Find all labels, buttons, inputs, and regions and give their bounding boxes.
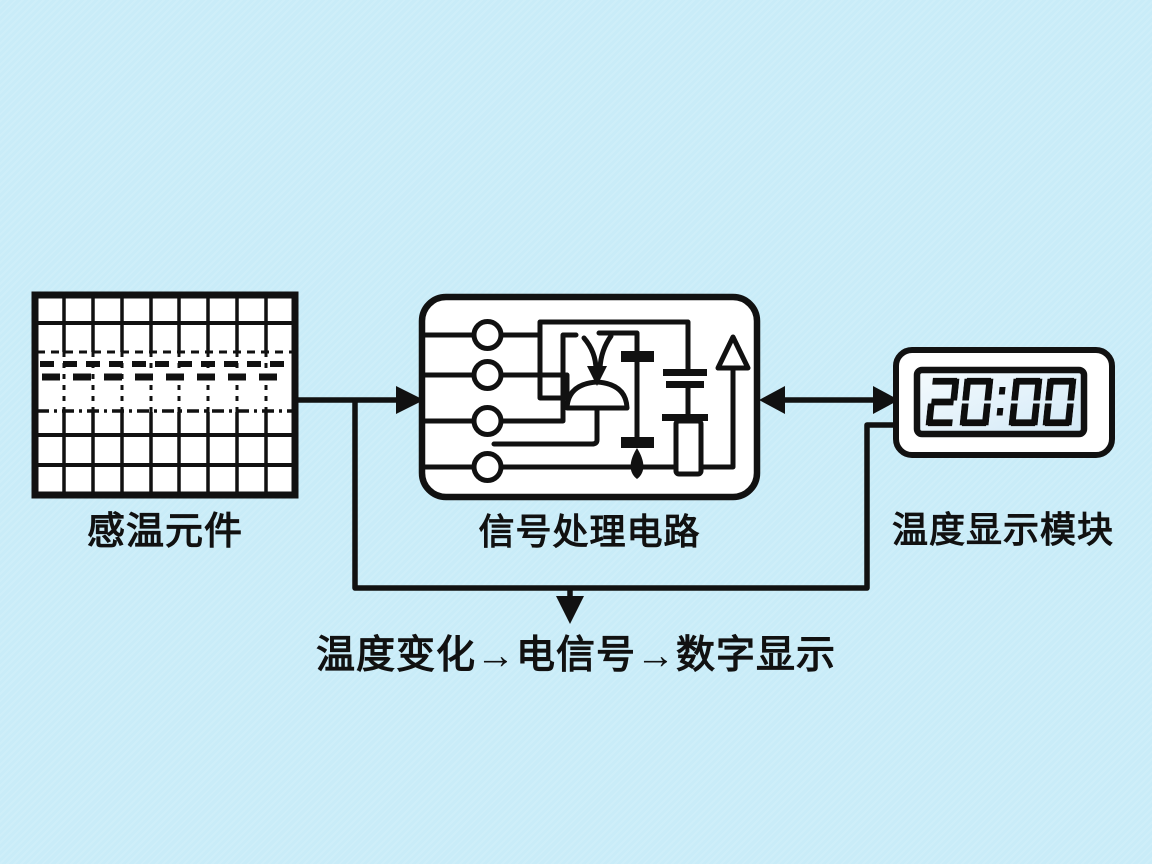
terminal-circle	[471, 405, 504, 437]
circuit-label: 信号处理电路	[478, 511, 701, 552]
signal-circuit	[418, 293, 761, 501]
terminal-circle	[471, 359, 504, 391]
lcd-colon	[996, 387, 1006, 416]
capacitor-bar-icon	[621, 351, 654, 362]
up-arrowhead-icon	[715, 334, 751, 371]
terminal-circle	[471, 451, 504, 483]
arrow-sensor-to-circuit	[295, 386, 424, 414]
lcd-digit	[1042, 377, 1077, 427]
terminal-circle	[471, 319, 504, 351]
teardrop-icon	[630, 448, 644, 479]
down-arrowhead-icon	[587, 366, 607, 386]
capacitor-plate-icon	[663, 369, 707, 376]
capacitor-plate-icon	[666, 381, 704, 388]
sensor-grid-frame	[31, 291, 299, 499]
capacitor-bar-icon	[621, 437, 654, 448]
arrowhead-down-icon	[556, 596, 584, 624]
sensor-label: 感温元件	[86, 511, 243, 553]
sensor-grid-verticals-bottom	[62, 412, 268, 495]
arrow-circuit-display-bidirectional	[759, 386, 899, 414]
sensor-grid-horizontals-solid	[35, 321, 295, 467]
capacitor-plate-icon	[662, 414, 708, 421]
arrowhead-right-icon	[873, 386, 899, 414]
flow-caption: 温度变化→电信号→数字显示	[315, 634, 836, 677]
lcd-digit	[925, 377, 960, 427]
sensor-grid	[31, 291, 299, 499]
lcd-digit	[1008, 377, 1043, 427]
lcd-digit	[959, 377, 994, 427]
display-module	[893, 347, 1115, 458]
circuit-wires	[422, 319, 736, 470]
arrowhead-left-icon	[759, 386, 785, 414]
cylinder-icon	[673, 418, 704, 477]
feedback-line	[352, 400, 896, 624]
display-lcd-screen	[913, 366, 1088, 438]
lcd-display-value	[922, 377, 1079, 427]
display-label: 温度显示模块	[891, 509, 1114, 550]
arrowhead-right-icon	[396, 386, 424, 414]
